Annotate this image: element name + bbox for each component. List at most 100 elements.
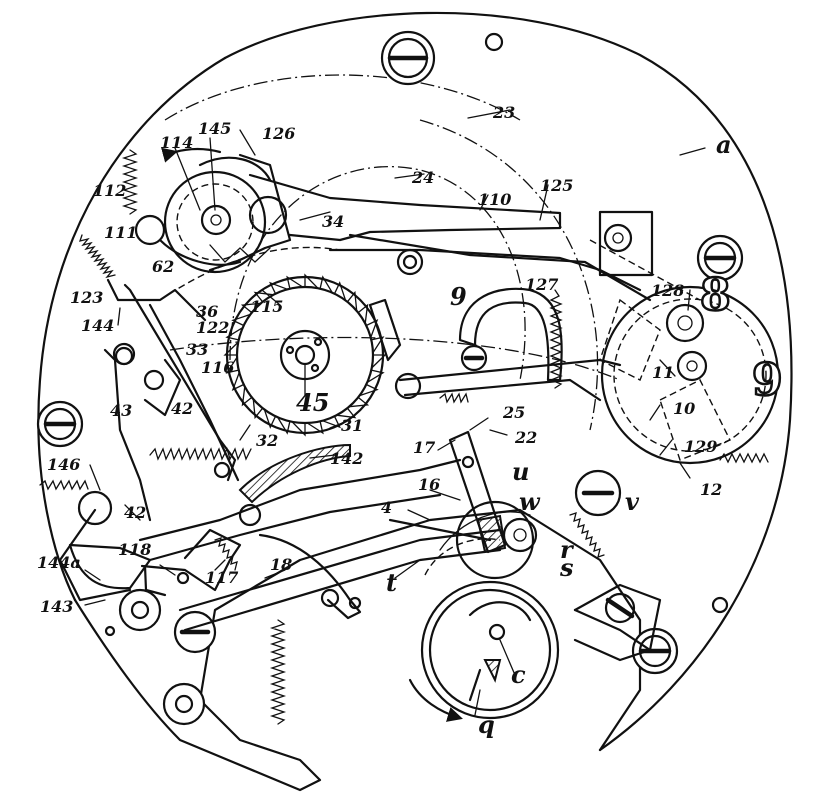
screw-head-icon	[213, 461, 231, 479]
screw-head-icon	[460, 344, 488, 372]
pitch-circles	[159, 166, 526, 381]
label-10: 10	[673, 399, 695, 418]
label-122: 122	[196, 318, 229, 337]
dial-number-nine: 9	[752, 355, 783, 406]
label-123: 123	[70, 288, 103, 307]
screw-head-icon	[484, 32, 504, 52]
label-125: 125	[540, 176, 573, 195]
label-12: 12	[700, 480, 722, 499]
label-144: 144	[81, 316, 114, 335]
screw-head-icon	[118, 588, 162, 632]
label-127: 127	[525, 275, 558, 294]
screw-head-icon	[143, 369, 165, 391]
label-11: 11	[652, 363, 674, 382]
top-right-block	[589, 210, 701, 301]
spring-icon	[214, 537, 238, 571]
label-117: 117	[205, 568, 238, 587]
screw-head-icon	[396, 248, 424, 276]
label-115: 115	[250, 297, 283, 316]
label-146: 146	[47, 455, 80, 474]
lever-110	[248, 173, 652, 302]
spring-icon	[39, 479, 89, 491]
escape-wheel	[424, 500, 538, 580]
label-42-upper: 42	[171, 399, 193, 418]
label-128: 128	[651, 281, 684, 300]
screw-head-icon	[36, 400, 84, 448]
label-145: 145	[198, 119, 231, 138]
label-110: 110	[478, 190, 511, 209]
label-22: 22	[514, 428, 537, 447]
screw-head-icon	[380, 30, 436, 86]
spring-icon	[719, 452, 769, 464]
label-126: 126	[262, 124, 295, 143]
dial-wheel: 8 9	[599, 269, 784, 465]
label-q: q	[478, 710, 495, 739]
label-18: 18	[270, 555, 292, 574]
label-36: 36	[196, 302, 218, 321]
label-33: 33	[186, 340, 208, 359]
spring-icon	[269, 619, 287, 725]
spring-icon	[79, 234, 116, 279]
label-112: 112	[93, 181, 126, 200]
lever-117	[140, 528, 242, 597]
label-w: w	[519, 487, 541, 516]
label-23: 23	[492, 103, 515, 122]
screw-head-icon	[711, 596, 729, 614]
screw-head-icon	[348, 596, 362, 610]
leader-lines	[84, 109, 706, 716]
label-143: 143	[40, 597, 73, 616]
label-116: 116	[201, 358, 234, 377]
label-s: s	[559, 553, 574, 582]
label-43: 43	[110, 401, 132, 420]
label-31: 31	[341, 416, 363, 435]
reference-labels: a 23 24 145 126 114 112 111 62 34 110 12…	[37, 103, 732, 739]
label-16: 16	[418, 475, 440, 494]
label-111: 111	[104, 223, 137, 242]
springs	[39, 149, 769, 725]
label-118: 118	[118, 540, 151, 559]
label-25: 25	[502, 403, 525, 422]
label-4: 4	[381, 498, 392, 517]
lever-17	[388, 430, 507, 554]
label-17: 17	[413, 438, 435, 457]
screw-head-icon	[162, 682, 206, 726]
label-114: 114	[160, 133, 193, 152]
label-u: u	[512, 457, 529, 486]
label-144a: 144a	[37, 553, 81, 572]
spring-icon	[439, 392, 469, 404]
label-62: 62	[152, 257, 174, 276]
label-v: v	[625, 487, 640, 516]
label-45: 45	[296, 388, 329, 417]
label-32: 32	[256, 431, 278, 450]
label-r: r	[560, 535, 575, 564]
spring-icon	[569, 512, 605, 558]
screw-head-icon	[104, 625, 116, 637]
label-t: t	[386, 568, 397, 597]
label-129: 129	[684, 437, 717, 456]
top-left-wheel	[134, 147, 292, 274]
hook-lever-9	[368, 287, 622, 402]
screw-head-icon	[696, 234, 744, 282]
label-142: 142	[330, 449, 363, 468]
label-24: 24	[411, 168, 434, 187]
screw-head-icon	[77, 490, 113, 526]
arc-segment-142	[238, 443, 351, 504]
label-9: 9	[450, 282, 467, 311]
screw-head-icon	[631, 627, 679, 675]
dial-number-eight: 8	[700, 270, 731, 321]
spring-icon	[149, 447, 252, 461]
spring-icon	[121, 149, 139, 215]
ratchet-wheel-icon	[223, 273, 387, 437]
screw-heads	[36, 30, 744, 726]
lower-right-block	[573, 583, 662, 662]
label-42-lower: 42	[124, 503, 146, 522]
screw-head-icon	[173, 610, 217, 654]
spring-icon	[549, 289, 563, 389]
label-c: c	[511, 660, 526, 689]
label-a: a	[716, 130, 732, 159]
screw-head-icon	[574, 469, 622, 517]
main-plate	[37, 11, 793, 792]
label-34: 34	[322, 212, 344, 231]
